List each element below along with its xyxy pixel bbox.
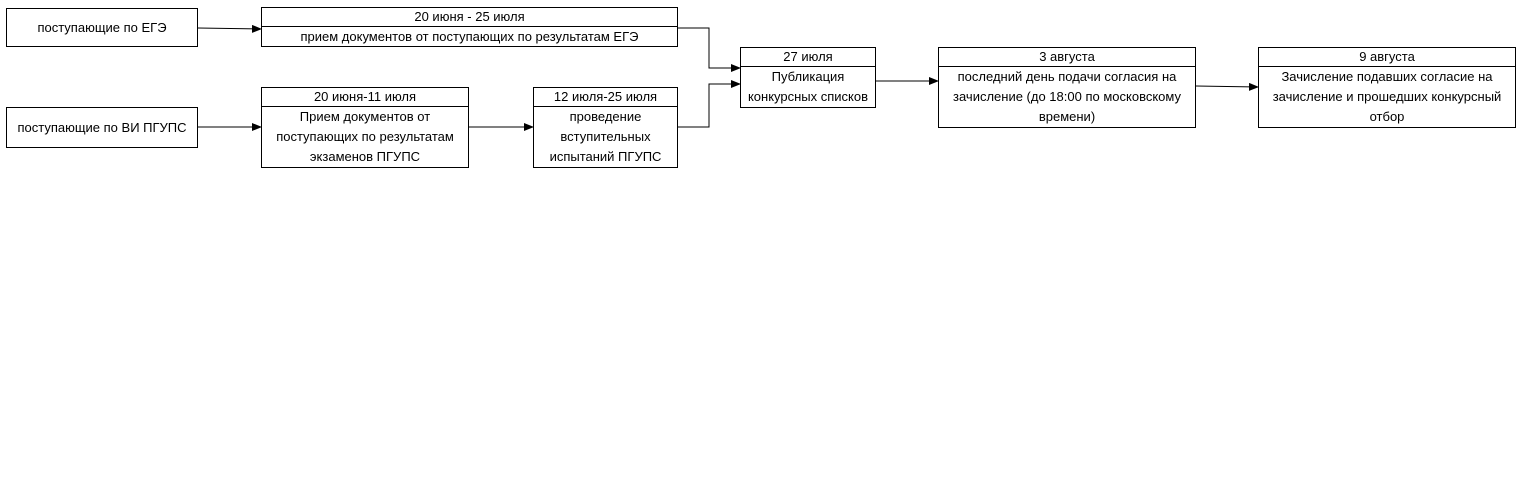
step-ege-docs: 20 июня - 25 июля прием документов от по… xyxy=(261,7,678,47)
step-publication-text: Публикация конкурсных списков xyxy=(747,69,869,104)
step-vi-exams-date: 12 июля-25 июля xyxy=(534,88,677,107)
step-consent-date: 3 августа xyxy=(939,48,1195,67)
step-vi-docs-date: 20 июня-11 июля xyxy=(262,88,468,107)
start-node-ege: поступающие по ЕГЭ xyxy=(6,8,198,47)
arrow-ege-to-docs xyxy=(197,24,262,33)
step-vi-exams-text: проведение вступительных испытаний ПГУПС xyxy=(549,109,662,164)
step-vi-docs-text: Прием документов от поступающих по резул… xyxy=(276,109,454,164)
step-enrollment-date: 9 августа xyxy=(1259,48,1515,67)
arrow-ege-docs-to-publication xyxy=(678,27,741,72)
step-publication: 27 июля Публикация конкурсных списков xyxy=(740,47,876,108)
start-node-ege-label: поступающие по ЕГЭ xyxy=(37,20,167,35)
step-vi-docs: 20 июня-11 июля Прием документов от пост… xyxy=(261,87,469,168)
step-ege-docs-text: прием документов от поступающих по резул… xyxy=(300,29,639,44)
step-enrollment: 9 августа Зачисление подавших согласие н… xyxy=(1258,47,1516,128)
step-enrollment-text: Зачисление подавших согласие на зачислен… xyxy=(1272,69,1502,124)
arrow-exams-to-publication xyxy=(678,80,741,128)
step-consent-text: последний день подачи согласия на зачисл… xyxy=(953,69,1181,124)
step-ege-docs-date: 20 июня - 25 июля xyxy=(262,8,677,27)
step-vi-exams: 12 июля-25 июля проведение вступительных… xyxy=(533,87,678,168)
start-node-vi: поступающие по ВИ ПГУПС xyxy=(6,107,198,148)
start-node-vi-label: поступающие по ВИ ПГУПС xyxy=(17,120,187,135)
step-publication-date: 27 июля xyxy=(741,48,875,67)
step-consent: 3 августа последний день подачи согласия… xyxy=(938,47,1196,128)
arrow-consent-to-enrollment xyxy=(1195,82,1259,91)
